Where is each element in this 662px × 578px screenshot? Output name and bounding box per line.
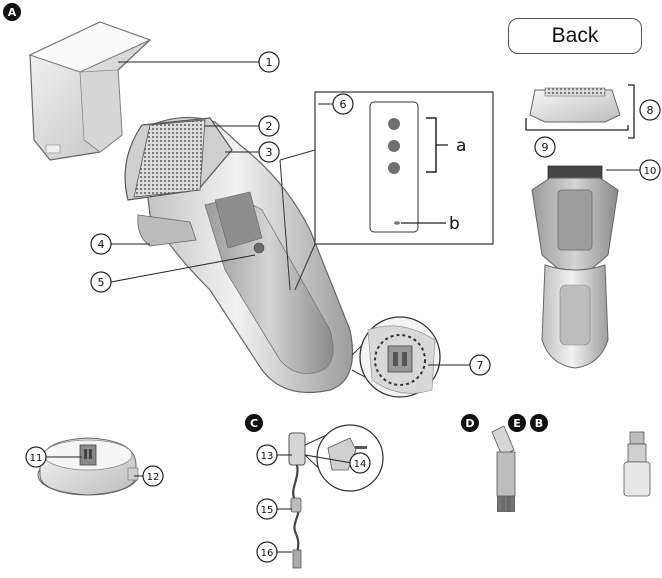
part-marker-16: 16: [256, 541, 278, 563]
part-marker-2: 2: [258, 115, 280, 137]
detail-label-b: b: [449, 214, 460, 234]
svg-text:4: 4: [98, 238, 105, 251]
outer-foil-frame: [525, 84, 635, 139]
svg-text:7: 7: [477, 359, 484, 372]
section-badge-c: C: [245, 414, 263, 432]
part-marker-10: 10: [639, 159, 661, 181]
section-badge-d: D: [461, 414, 479, 432]
part-marker-14: 14: [349, 452, 371, 474]
svg-text:14: 14: [354, 459, 367, 470]
socket-detail: [351, 316, 441, 398]
charge-led-3: [388, 162, 400, 174]
leader-lines: [46, 61, 640, 553]
svg-text:6: 6: [340, 98, 347, 111]
cleaning-brush: [491, 425, 516, 512]
shaver-back-view: [531, 165, 619, 369]
part-marker-5: 5: [90, 271, 112, 293]
led-detail-box: a b: [279, 91, 494, 291]
svg-text:1: 1: [266, 56, 273, 69]
part-marker-8: 8: [639, 99, 661, 121]
part-marker-11: 11: [25, 446, 47, 468]
protective-cap: [28, 21, 152, 161]
part-marker-1: 1: [258, 51, 280, 73]
part-marker-3: 3: [258, 141, 280, 163]
part-marker-7: 7: [469, 354, 491, 376]
svg-text:8: 8: [647, 104, 654, 117]
svg-text:10: 10: [644, 166, 657, 177]
section-badge-b: B: [530, 414, 548, 432]
part-marker-9: 9: [534, 136, 556, 158]
svg-text:2: 2: [266, 120, 273, 133]
svg-text:D: D: [465, 417, 474, 430]
charging-stand: [37, 437, 139, 496]
svg-text:9: 9: [542, 141, 549, 154]
part-marker-13: 13: [256, 444, 278, 466]
svg-text:A: A: [8, 6, 17, 19]
svg-text:C: C: [250, 417, 258, 430]
part-marker-12: 12: [142, 465, 164, 487]
lubricating-oil: [623, 431, 651, 497]
svg-text:B: B: [535, 417, 543, 430]
back-button[interactable]: Back: [508, 18, 642, 54]
svg-text:15: 15: [261, 505, 274, 516]
part-marker-4: 4: [90, 233, 112, 255]
svg-text:12: 12: [147, 472, 160, 483]
detail-label-a: a: [456, 136, 466, 156]
svg-text:E: E: [513, 417, 521, 430]
part-marker-15: 15: [256, 498, 278, 520]
svg-text:5: 5: [98, 276, 105, 289]
status-led: [394, 221, 400, 225]
section-badge-a: A: [3, 3, 21, 21]
ac-adaptor: [288, 424, 384, 569]
shaver-body: [124, 116, 354, 394]
charge-led-2: [388, 140, 400, 152]
svg-text:3: 3: [266, 146, 273, 159]
svg-text:11: 11: [30, 453, 43, 464]
section-badge-e: E: [508, 414, 526, 432]
svg-text:16: 16: [261, 548, 274, 559]
part-marker-6: 6: [332, 93, 354, 115]
charge-led-1: [388, 118, 400, 130]
svg-text:13: 13: [261, 451, 274, 462]
